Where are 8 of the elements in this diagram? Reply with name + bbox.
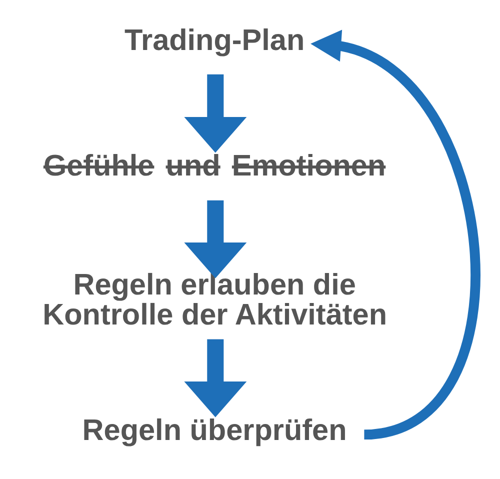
arrow: [184, 74, 247, 153]
node-text: Trading-Plan: [124, 24, 305, 58]
node-text: Regeln erlauben die Kontrolle der Aktivitäten: [42, 268, 388, 332]
node-text: Gefühle und Emotionen: [43, 150, 386, 183]
arrow: [184, 339, 247, 418]
node-text: Regeln überprüfen: [82, 414, 347, 448]
arrow: [184, 200, 247, 278]
arrow: [310, 30, 480, 440]
